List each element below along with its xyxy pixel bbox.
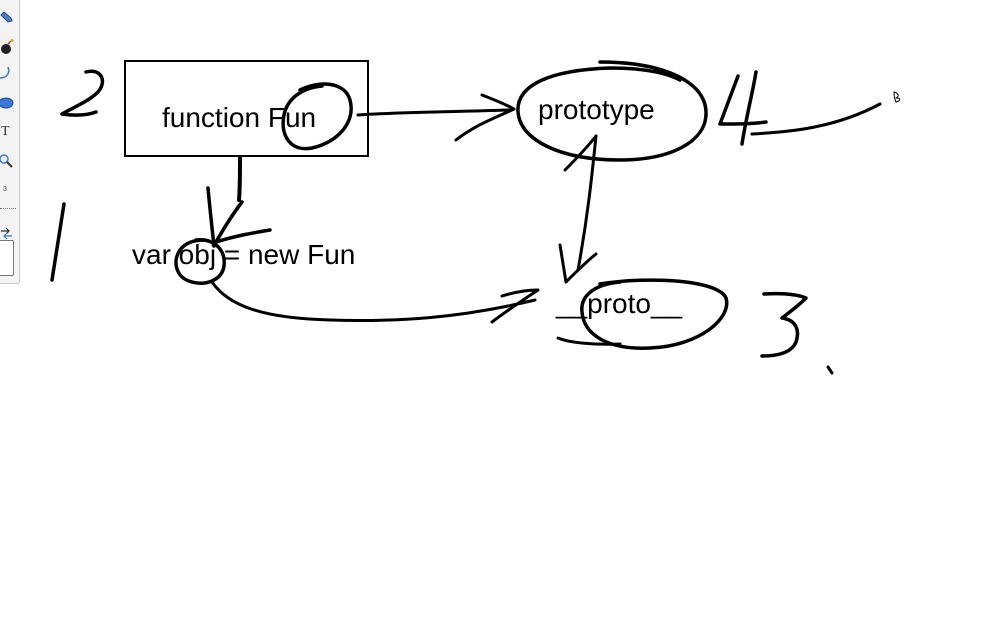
color-swatch[interactable] [0,240,14,276]
swap-colors-button[interactable] [0,222,18,244]
arrow-prototype-to-proto [576,134,598,272]
curve-icon [0,66,10,79]
line-from-4 [750,102,882,136]
small-mark-stroke [893,91,901,103]
function-label: function Fun [162,102,317,133]
proto-underline-stroke [556,336,622,346]
instance-label: var obj = new Fun [132,239,356,270]
number-3-stroke [760,291,808,358]
arrow-fun-to-prototype [356,108,512,117]
arrow-fun-to-instance [237,156,242,202]
text-tool-glyph: T [1,124,10,139]
arrow-obj-to-proto-head [490,288,540,324]
ellipse-icon [0,97,14,109]
toolbar-divider [0,208,16,209]
zoom-icon [0,154,13,168]
bomb-icon [1,39,14,54]
curve-tool-button[interactable] [0,62,18,84]
number-4-stroke [718,70,768,146]
bomb-tool-button[interactable] [0,36,18,58]
ellipse-tool-button[interactable] [0,92,18,114]
prototype-label: prototype [538,94,655,125]
pencil-icon [0,12,13,23]
proto-label: __proto__ [556,288,683,319]
pencil-tool-button[interactable] [0,8,18,30]
arrow-fun-to-prototype-head [454,93,516,142]
tool-palette: T 3 [0,0,20,284]
arrow-obj-to-proto [210,280,537,322]
zoom-tool-button[interactable] [0,150,18,172]
number-2-stroke [60,69,105,117]
text-tool-button[interactable]: T [0,121,18,143]
arrow-prototype-to-proto-head [558,134,598,284]
swap-colors-icon [1,227,12,240]
brush-size-value: 3 [3,185,7,193]
dot-stroke [826,365,834,375]
number-1-stroke [50,202,66,282]
brush-size-control[interactable]: 3 [0,178,18,200]
arrow-fun-to-instance-head [206,186,272,248]
